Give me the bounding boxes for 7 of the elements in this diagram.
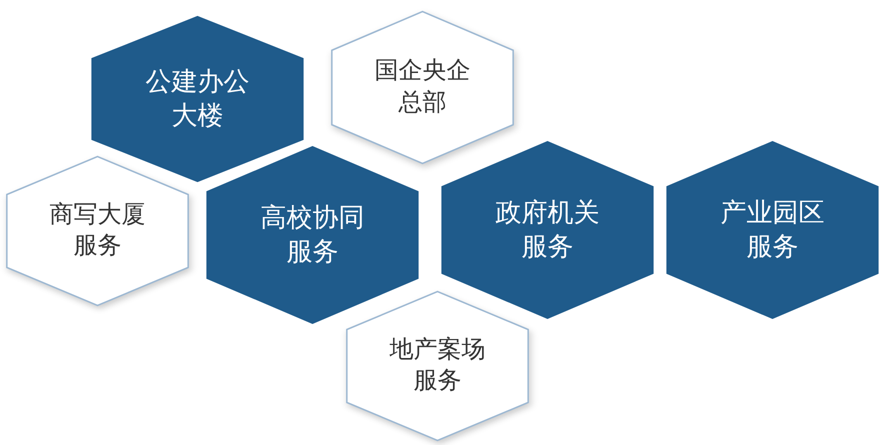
hexagon-label: 高校协同服务 xyxy=(259,202,366,268)
hexagon-label: 政府机关服务 xyxy=(494,197,600,263)
hexagon-label: 公建办公大楼 xyxy=(144,66,250,132)
hexagon-label: 商写大厦服务 xyxy=(48,200,146,261)
hexagon-label: 产业园区服务 xyxy=(719,197,826,263)
hexagon-label: 国企央企总部 xyxy=(374,57,472,118)
hexagon-label: 地产案场服务 xyxy=(388,336,486,396)
